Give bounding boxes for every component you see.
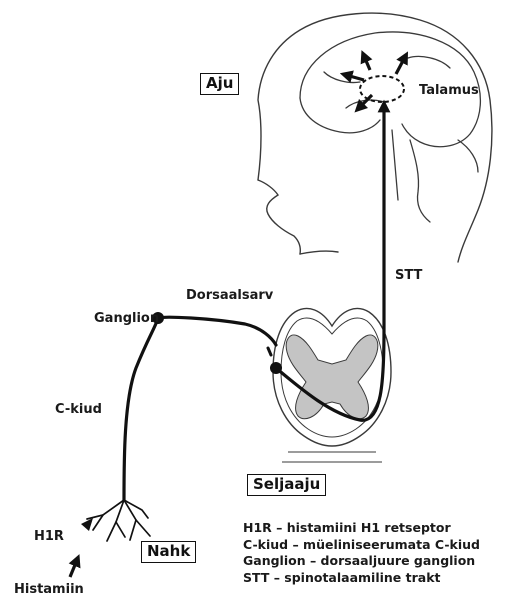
thalamus-label: Talamus — [419, 84, 479, 97]
legend-item-h1r: H1R – histamiini H1 retseptor — [243, 520, 480, 537]
brain — [300, 32, 480, 222]
skin-label: Nahk — [141, 541, 196, 563]
synapse-mark — [268, 348, 271, 355]
brain-label: Aju — [200, 73, 239, 95]
dorsal-horn-label: Dorsaalsarv — [186, 289, 273, 302]
skin-nerve-endings — [87, 500, 150, 541]
c-fibers-label: C-kiud — [55, 403, 102, 416]
histamine-arrow — [70, 560, 77, 577]
stt-label: STT — [395, 269, 422, 282]
dorsal-horn-neuron — [270, 362, 282, 374]
spinal-cord-label: Seljaaju — [247, 474, 326, 496]
legend-item-ganglion: Ganglion – dorsaaljuure ganglion — [243, 553, 480, 570]
legend: H1R – histamiini H1 retseptor C-kiud – m… — [243, 520, 480, 586]
ganglion-label: Ganglion — [94, 312, 159, 325]
h1r-receptor — [81, 518, 93, 531]
h1r-label: H1R — [34, 530, 64, 543]
spinal-cord-section — [273, 308, 391, 462]
c-fiber-pathway — [124, 317, 276, 500]
legend-item-stt: STT – spinotalaamiline trakt — [243, 570, 480, 587]
histamine-label: Histamiin — [14, 583, 84, 596]
thalamus-region — [360, 76, 404, 102]
legend-item-c-fibers: C-kiud – müeliniseerumata C-kiud — [243, 537, 480, 554]
